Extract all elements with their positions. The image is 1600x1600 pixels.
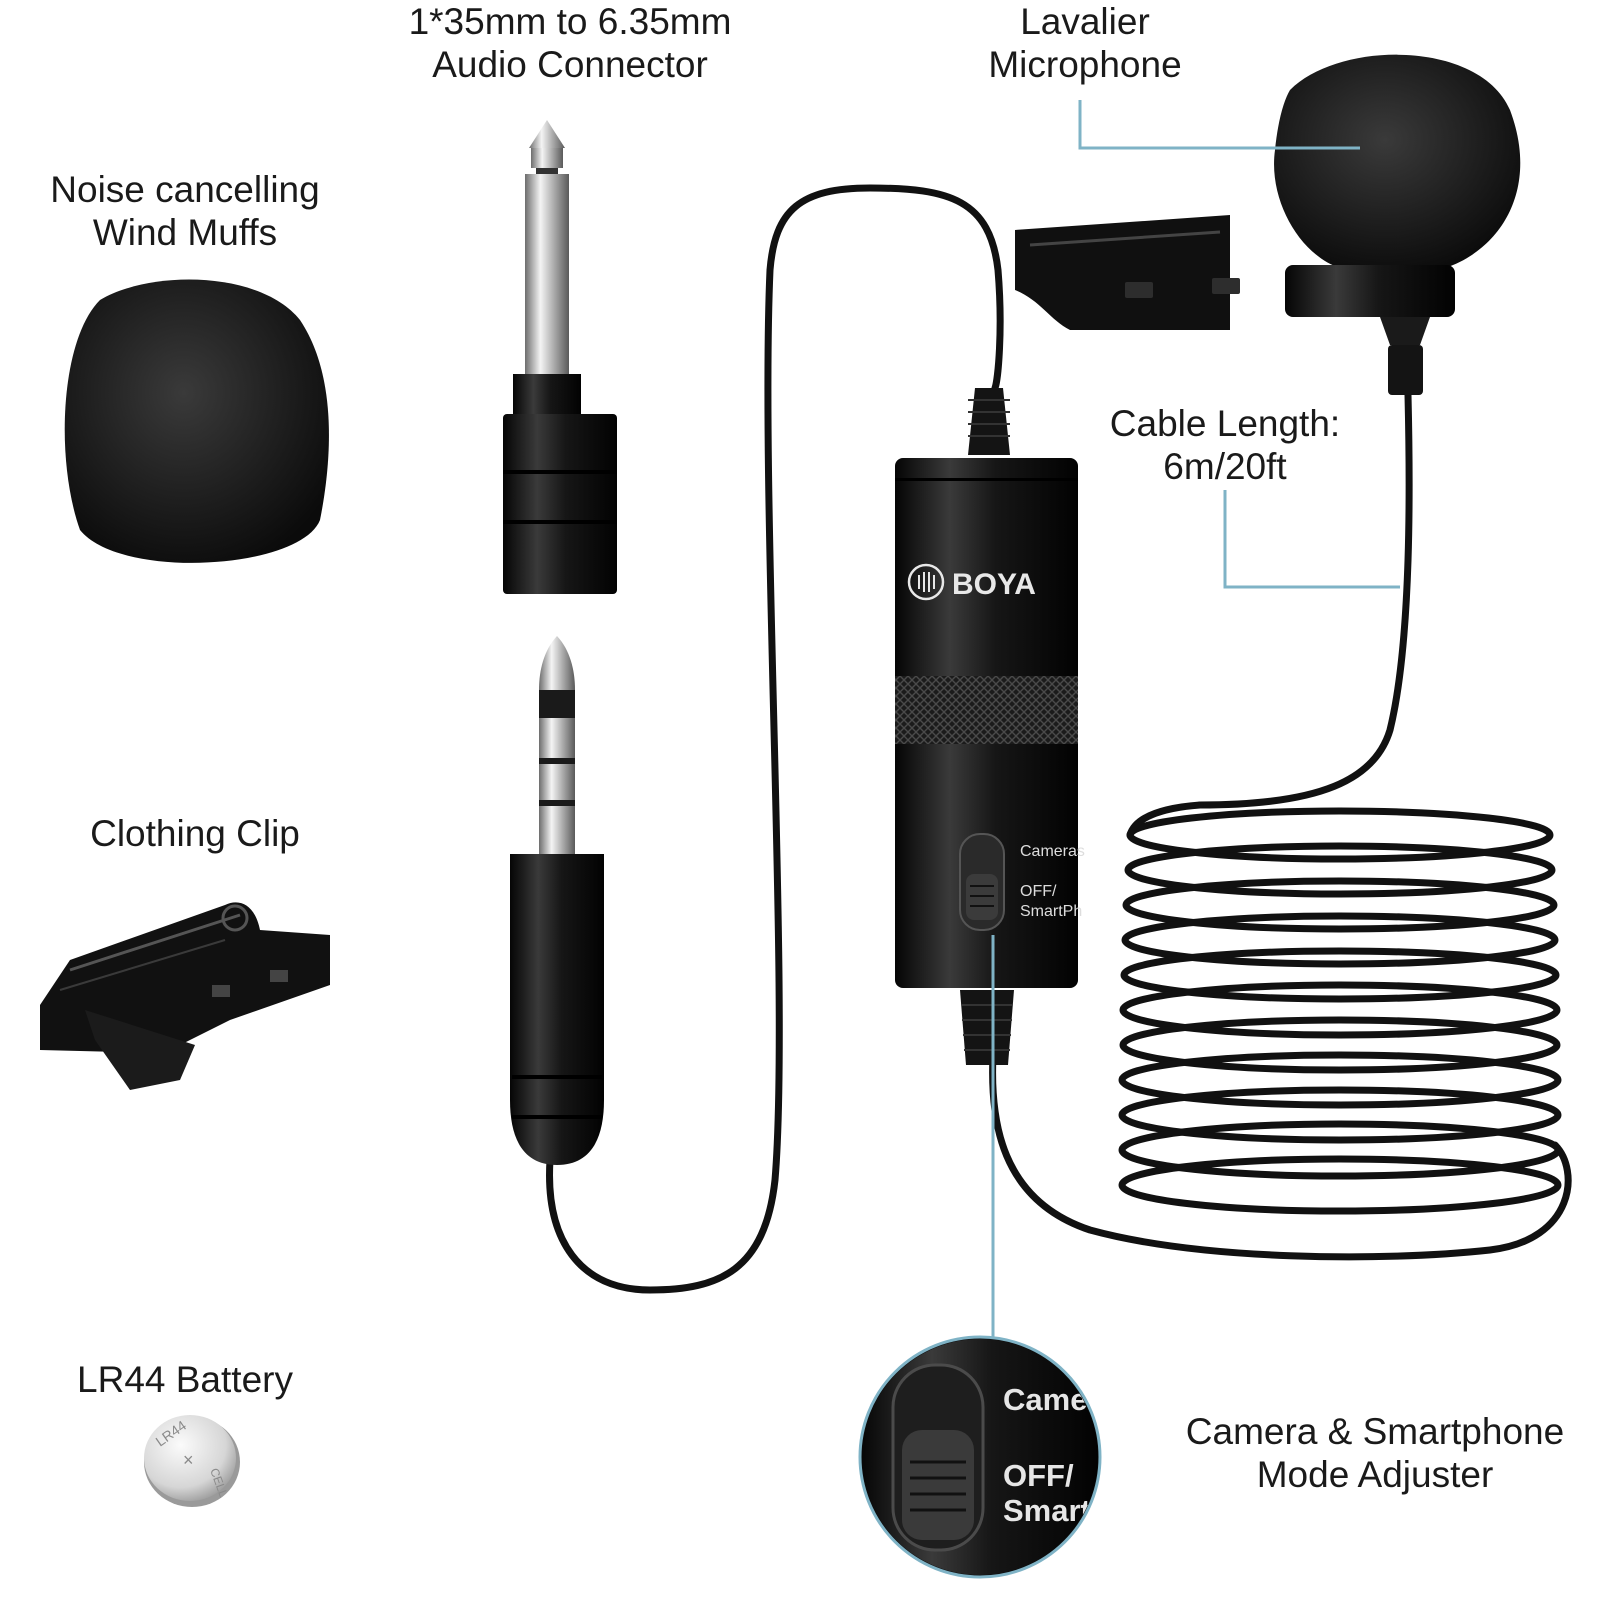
mode-adjuster-label: Camera & Smartphone Mode Adjuster xyxy=(1185,1411,1565,1495)
wind-muff-image xyxy=(64,279,329,563)
switch-label-cameras: Cameras xyxy=(1020,843,1085,860)
battery-label: LR44 Battery xyxy=(77,1359,293,1400)
cable-coil xyxy=(1118,801,1562,1215)
brand-logo: BOYA xyxy=(952,568,1036,601)
adapter-plug-image xyxy=(503,120,617,594)
zoom-label-smartphone: SmartPh xyxy=(1003,1493,1130,1528)
trrs-plug-image xyxy=(510,636,604,1165)
battery-mark-text: × xyxy=(183,1450,194,1470)
battery-image: LR44 × CELL xyxy=(144,1415,240,1507)
switch-zoom-detail: Cameras OFF/ SmartPh xyxy=(858,1335,1134,1579)
switch-label-smartphone: SmartPh xyxy=(1020,903,1082,920)
audio-connector-label: 1*35mm to 6.35mm Audio Connector xyxy=(408,1,732,85)
callout-lines xyxy=(991,100,1400,1337)
wind-muffs-label: Noise cancelling Wind Muffs xyxy=(50,169,320,253)
zoom-label-off: OFF/ xyxy=(1003,1458,1074,1493)
cable xyxy=(546,184,1572,1294)
zoom-label-cameras: Cameras xyxy=(1003,1382,1134,1417)
clothing-clip-label: Clothing Clip xyxy=(90,813,300,854)
mic-control-body: BOYA Cameras OFF/ SmartPh xyxy=(895,388,1085,1065)
switch-label-off: OFF/ xyxy=(1020,883,1057,900)
lavalier-mic-image xyxy=(1015,54,1521,395)
cable-length-label: Cable Length: 6m/20ft xyxy=(1109,403,1341,487)
lavalier-label: Lavalier Microphone xyxy=(988,1,1182,85)
clothing-clip-image xyxy=(40,902,330,1090)
